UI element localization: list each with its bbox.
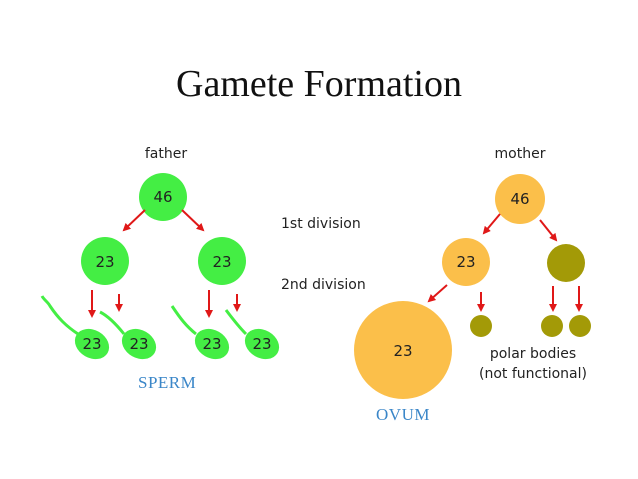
- mother-cell: [495, 174, 545, 224]
- ovum-count: 23: [393, 342, 412, 360]
- sperm-4-count: 23: [252, 335, 271, 353]
- mother-label: mother: [495, 146, 546, 162]
- mother-div1-count: 23: [456, 253, 475, 271]
- father-cell: [139, 173, 187, 221]
- ovum-caption: OVUM: [376, 405, 430, 424]
- polar-body-2: [541, 315, 563, 337]
- sperm-4: 23: [224, 309, 280, 360]
- first-division-label: 1st division: [281, 216, 361, 232]
- polar-body-1: [470, 315, 492, 337]
- sperm-3-count: 23: [202, 335, 221, 353]
- father-cell-count: 46: [153, 188, 172, 206]
- polar-bodies-note: (not functional): [479, 366, 587, 382]
- arrow-father-right: [181, 209, 205, 232]
- father-label: father: [145, 146, 187, 162]
- sperm-1-count: 23: [82, 335, 101, 353]
- polar-bodies-label: polar bodies: [490, 346, 576, 362]
- sperm-3: 23: [170, 305, 230, 360]
- second-division-label: 2nd division: [281, 277, 366, 293]
- father-div1-right-count: 23: [212, 253, 231, 271]
- father-div1-left-count: 23: [95, 253, 114, 271]
- arrow-mother-right: [539, 219, 558, 242]
- arrow-father-left: [122, 209, 146, 232]
- sperm-2: 23: [99, 310, 157, 360]
- ovum-cell: [354, 301, 452, 399]
- first-polar-body: [547, 244, 585, 282]
- mother-div1-cell: [442, 238, 490, 286]
- arrow-to-ovum: [427, 284, 448, 303]
- sperm-caption: SPERM: [138, 373, 196, 392]
- father-div1-left-cell: [81, 237, 129, 285]
- polar-body-3: [569, 315, 591, 337]
- page-title: Gamete Formation: [176, 63, 462, 105]
- sperm-1: 23: [40, 295, 110, 360]
- mother-cell-count: 46: [510, 190, 529, 208]
- sperm-2-count: 23: [129, 335, 148, 353]
- father-div1-right-cell: [198, 237, 246, 285]
- arrow-mother-left: [482, 213, 501, 235]
